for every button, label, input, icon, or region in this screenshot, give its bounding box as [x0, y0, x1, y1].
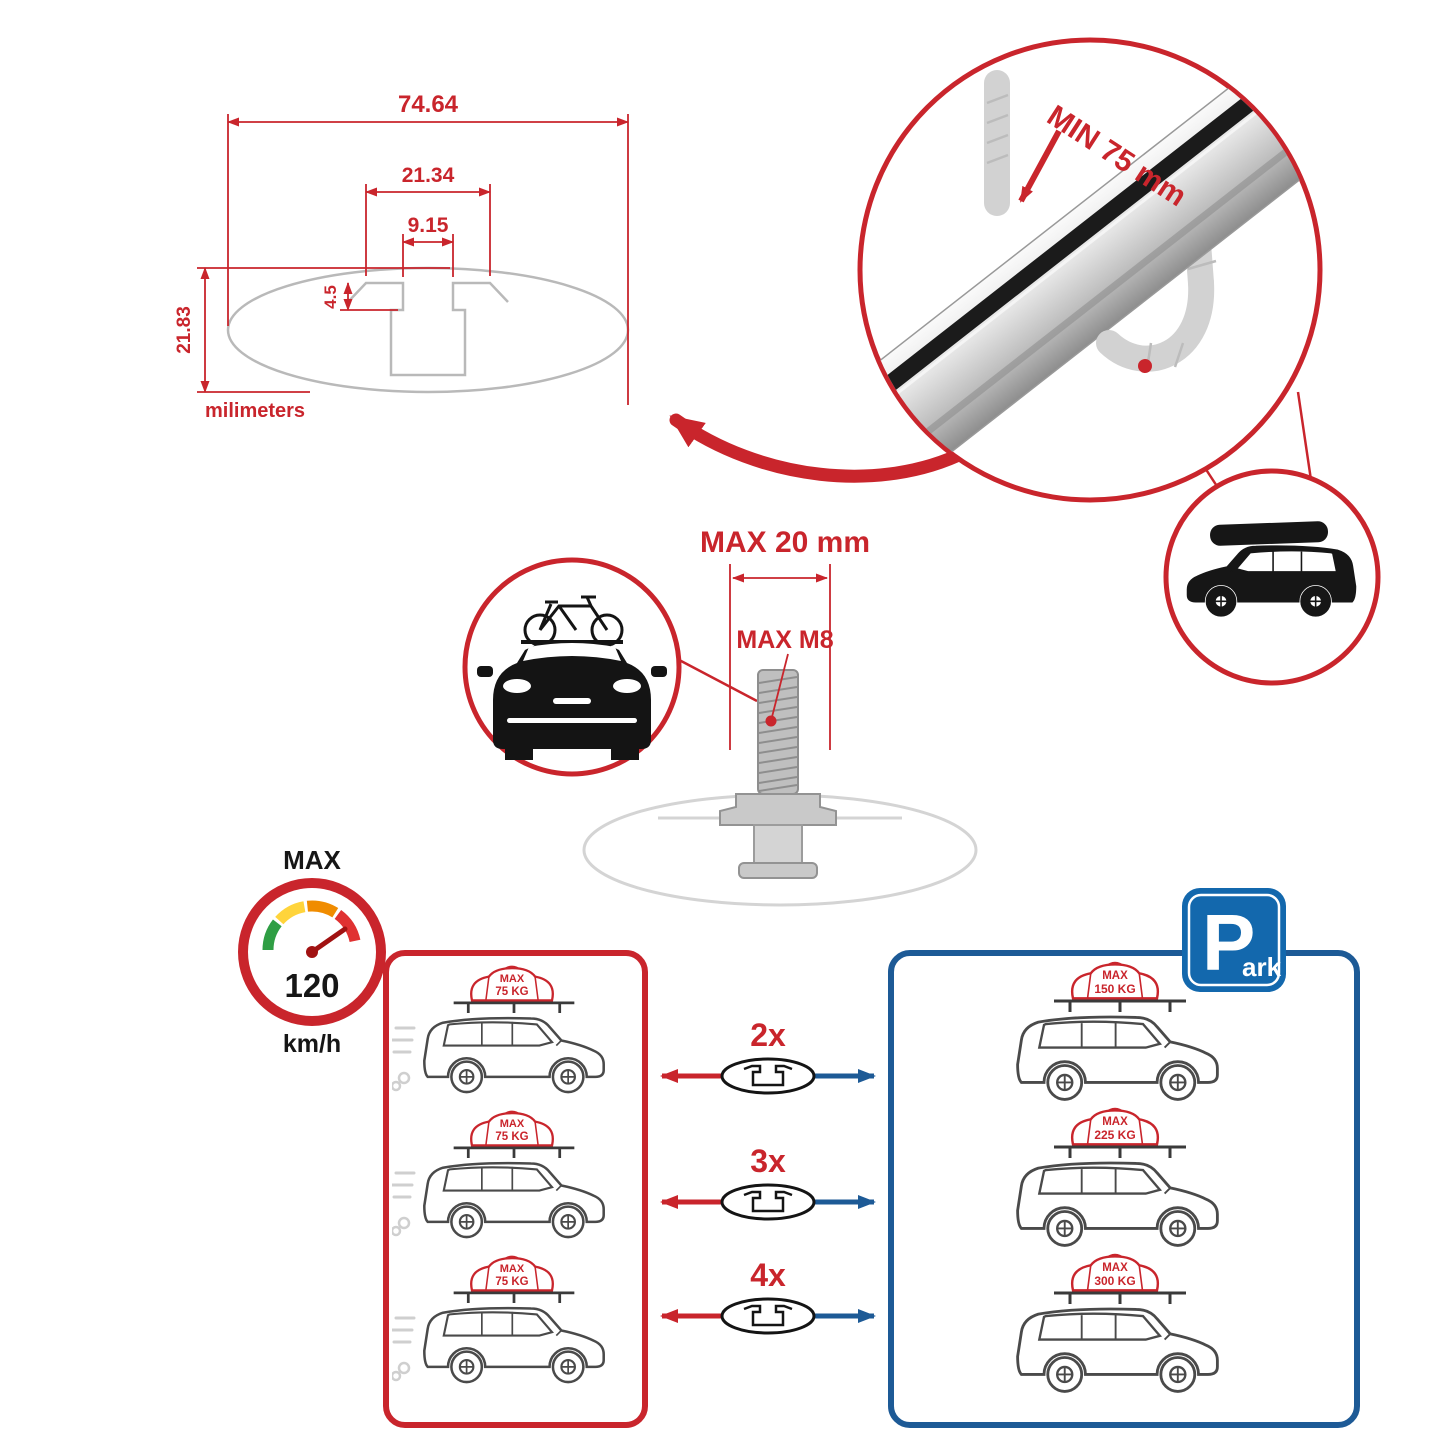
crossbar-section-icon [720, 1297, 816, 1335]
suv-side-icon [423, 1016, 605, 1094]
loaded-car-driving-1: MAX 75 KG [392, 965, 605, 1094]
motion-marks [392, 1316, 416, 1382]
crossbar-count-row-2: 3x [660, 1143, 876, 1221]
cross-section-dimension-diagram: 74.64 21.34 9.15 4.5 21.83 milimeters [174, 91, 630, 422]
speed-limit-badge: MAX 120 km/h [238, 845, 386, 1058]
crossbar-section-slot [743, 1304, 793, 1327]
crossbar-count-row-3: 4x [660, 1257, 876, 1335]
parking-sign: P ark [1182, 888, 1286, 992]
bag-max-label: MAX [500, 1263, 525, 1275]
parking-sign-plate [1182, 888, 1286, 992]
bag-max-label: MAX [1102, 1262, 1128, 1274]
parking-sign-suffix: ark [1242, 952, 1282, 982]
min-clamp-arrow [1018, 129, 1062, 203]
dim-units-label: milimeters [205, 400, 305, 422]
bag-max-label: MAX [1102, 1116, 1128, 1128]
thread-point-dot [765, 715, 777, 727]
clamp-hook-rear-icon [984, 70, 1010, 216]
multiplier-label: 2x [750, 1017, 786, 1053]
bag-weight-label: 75 KG [495, 1276, 528, 1288]
dim-channel-width: 21.34 [402, 164, 455, 187]
suv-side-icon [423, 1306, 605, 1384]
suv-side-icon [1016, 1015, 1219, 1101]
car-front-circle [462, 557, 682, 777]
roof-rack-icon [1052, 999, 1188, 1014]
loaded-car-driving-3: MAX 75 KG [392, 1255, 605, 1384]
dim-total-height: 21.83 [174, 306, 195, 354]
zoom-callout-arrow [669, 413, 972, 483]
speed-max-label: MAX [283, 845, 341, 875]
suv-side-icon [1016, 1161, 1219, 1247]
dim-lip-depth: 4.5 [321, 285, 340, 309]
motion-marks [392, 1026, 416, 1092]
bolt-width-label: MAX 20 mm [700, 526, 870, 559]
multiplier-label: 4x [750, 1257, 786, 1293]
bag-max-label: MAX [500, 973, 525, 985]
tbolt-icon [719, 669, 837, 879]
multiplier-label: 3x [750, 1143, 786, 1179]
bag-weight-label: 75 KG [495, 986, 528, 998]
dim-slot-width: 9.15 [408, 214, 449, 237]
roof-rack-icon [452, 1146, 576, 1160]
speedometer-needle [309, 926, 348, 955]
bolt-thread-label: MAX M8 [736, 626, 833, 654]
bar-zoom-circle: MIN 75 mm [857, 37, 1323, 503]
speed-value: 120 [284, 967, 339, 1004]
clamp-point-dot [1138, 359, 1152, 373]
roof-rack-icon [452, 1291, 576, 1305]
crossbar-count-row-1: 2x [660, 1017, 876, 1095]
dimension-lines [197, 114, 629, 405]
bolt-dimension-lines [729, 564, 831, 750]
loaded-car-driving-2: MAX 75 KG [392, 1110, 605, 1239]
loaded-car-parked-1: MAX 150 KG [1016, 961, 1219, 1101]
roof-rack-icon [452, 1001, 576, 1015]
aluminum-crossbar-illustration [862, 42, 1318, 498]
bag-weight-label: 75 KG [495, 1131, 528, 1143]
speedometer-pivot [306, 946, 318, 958]
crossbar-section-icon [720, 1183, 816, 1221]
crossbar-section-icon [720, 1057, 816, 1095]
roof-box-icon [1210, 521, 1329, 546]
loaded-car-parked-3: MAX 300 KG [1016, 1253, 1219, 1393]
bar-cross-section-outline [226, 266, 630, 394]
clamp-hook-front-lower-icon [1096, 270, 1215, 373]
car-roofbox-circle [1163, 468, 1381, 686]
roof-rack-icon [1052, 1291, 1188, 1306]
crossbar-section-slot [743, 1190, 793, 1213]
speedometer-gauge-icon [262, 900, 361, 951]
parking-sign-letter: P [1202, 898, 1255, 987]
car-front-icon [477, 640, 667, 760]
suv-side-icon [423, 1161, 605, 1239]
bolt-spec-diagram: MAX 20 mm MAX M8 [582, 526, 978, 907]
bag-weight-label: 225 KG [1094, 1128, 1135, 1142]
parking-sign-inner-border [1187, 893, 1281, 987]
crossbar-section-slot [743, 1064, 793, 1087]
bag-weight-label: 150 KG [1094, 982, 1135, 996]
bag-weight-label: 300 KG [1094, 1274, 1135, 1288]
dim-total-width: 74.64 [398, 91, 459, 118]
roof-rack-icon [1052, 1145, 1188, 1160]
motion-marks [392, 1171, 416, 1237]
loaded-car-parked-2: MAX 225 KG [1016, 1107, 1219, 1247]
speed-units: km/h [283, 1030, 341, 1058]
bag-max-label: MAX [500, 1118, 525, 1130]
suv-side-icon [1016, 1307, 1219, 1393]
bag-max-label: MAX [1102, 970, 1128, 982]
